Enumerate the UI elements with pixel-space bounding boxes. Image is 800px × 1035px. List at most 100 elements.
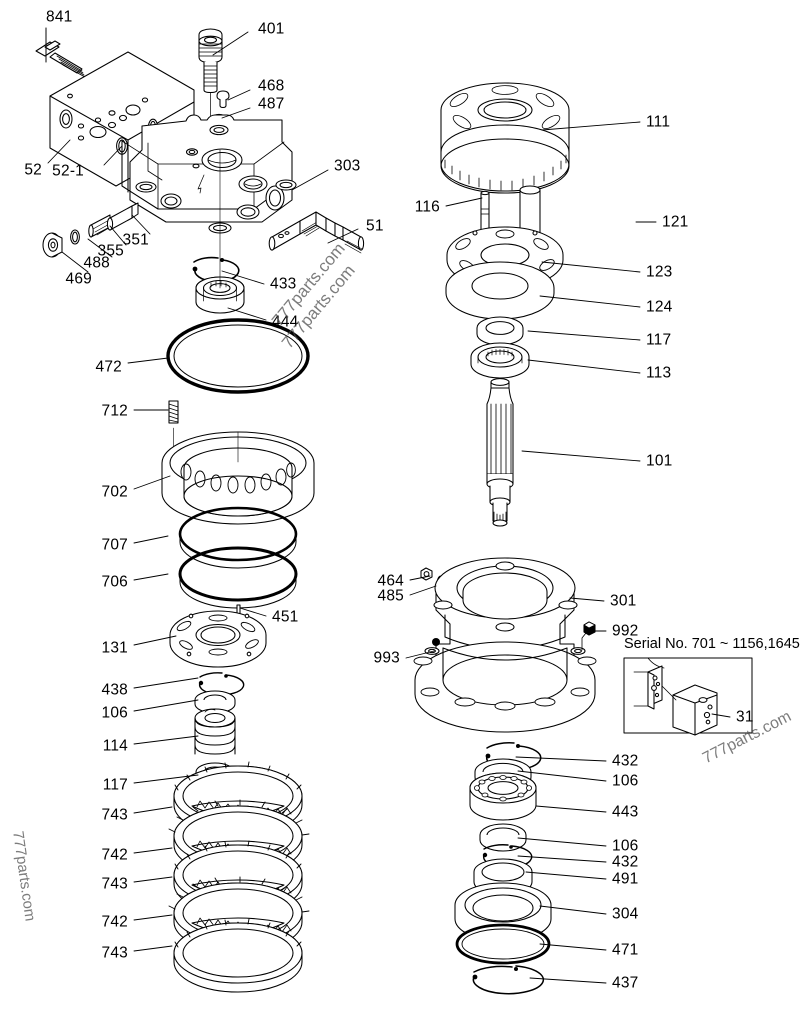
serial-inset-box [623,657,753,736]
part-303-housing [121,114,297,234]
callout-464: 464 [377,572,404,590]
leader-487 [221,107,251,119]
leader-471 [539,943,607,951]
callout-111: 111 [646,113,671,131]
leader-491 [525,871,607,880]
leader-743a [133,806,173,814]
callout-117: 117 [102,776,128,794]
part-443-bearing [469,772,537,821]
callout-743b: 743 [101,875,128,893]
callout-117r: 117 [646,331,672,349]
callout-712: 712 [101,402,128,420]
callout-123: 123 [646,263,673,281]
leader-993 [405,650,435,659]
callout-469: 469 [65,270,92,288]
callout-491: 491 [612,870,639,888]
callout-437: 437 [612,974,639,992]
callout-114: 114 [102,737,128,755]
leader-303 [291,169,329,191]
part-706-seal [178,546,298,609]
leader-351 [131,214,151,235]
leader-31 [711,713,731,718]
leader-52-1 [103,145,123,166]
part-111-cylinder-block [440,82,570,194]
callout-351: 351 [122,231,149,249]
callout-443: 443 [612,803,639,821]
callout-301: 301 [610,592,637,610]
part-472-oring [166,318,310,394]
part-702-bearing [161,431,315,525]
callout-487: 487 [258,95,285,113]
leader-432b [517,855,607,863]
callout-52: 52 [24,161,42,179]
leader-485 [409,585,437,596]
callout-841: 841 [46,8,73,26]
part-743-disc-c [173,918,303,993]
callout-106b: 106 [612,772,639,790]
part-114-springs [194,708,236,755]
part-469-plug [42,232,63,258]
callout-992: 992 [612,622,639,640]
part-101-shaft [486,378,514,527]
part-301-housing [413,557,597,733]
leader-742a [133,847,173,854]
leader-451 [239,607,267,617]
leader-106c [517,837,607,847]
part-444-bearing [195,149,245,314]
callout-743a: 743 [101,806,128,824]
leader-743c [133,945,173,952]
part-401-bolt [198,28,223,151]
part-993-bolt [432,638,440,646]
callout-52-1: 52-1 [52,162,84,180]
leader-124 [539,295,641,308]
part-468-plug [216,90,230,109]
part-117-washer-right [476,316,524,346]
callout-101: 101 [646,452,673,470]
leader-432a [515,756,607,762]
callout-706: 706 [101,573,128,591]
callout-472: 472 [95,358,122,376]
part-841-bolt [35,27,86,78]
callout-485: 485 [377,587,404,605]
leader-437 [529,977,607,984]
leader-706 [133,573,169,581]
callout-488: 488 [83,254,110,272]
leader-433 [221,270,265,285]
callout-432a: 432 [612,752,639,770]
leader-742b [133,914,173,921]
callout-471: 471 [612,941,639,959]
part-712-pin [168,400,179,466]
leader-131 [133,635,177,646]
leader-106b [517,770,607,782]
leader-51 [327,228,359,244]
leader-123 [541,261,641,273]
leader-111 [541,121,641,131]
part-471-oring [455,923,551,965]
leader-116 [445,197,483,207]
callout-51: 51 [366,217,384,235]
callout-742b: 742 [101,913,128,931]
leader-438 [133,677,199,689]
callout-451: 451 [272,608,299,626]
callout-355: 355 [97,242,124,260]
callout-438: 438 [101,681,128,699]
callout-742a: 742 [101,846,128,864]
part-113-bearing [470,342,530,379]
callout-106: 106 [101,704,128,722]
part-51-valve [268,211,365,254]
leader-117 [133,774,199,784]
leader-488 [87,238,113,258]
callout-444: 444 [272,313,299,331]
leader-707 [133,535,169,544]
callout-432b: 432 [612,853,639,871]
part-707-seal [178,506,298,569]
callout-106c: 106 [612,837,639,855]
serial-number-note: Serial No. 701 ~ 1156,1645 ~ [624,636,800,652]
callout-304: 304 [612,905,639,923]
leader-52 [47,139,71,164]
callout-707: 707 [101,536,128,554]
callout-433: 433 [270,275,297,293]
callout-31: 31 [736,708,754,726]
leader-401 [212,31,249,56]
